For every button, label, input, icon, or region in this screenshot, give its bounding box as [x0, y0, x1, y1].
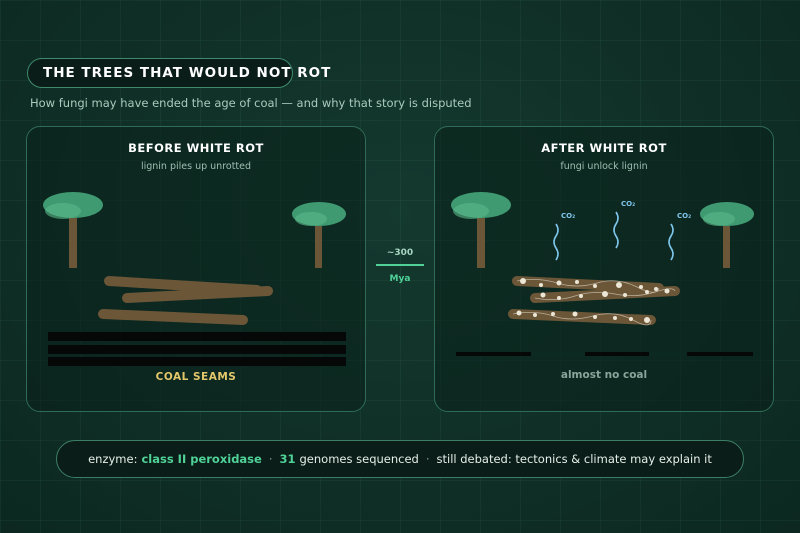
- page-title: THE TREES THAT WOULD NOT ROT: [27, 58, 330, 88]
- timeline-line: [376, 264, 424, 266]
- co2-label: CO₂: [677, 212, 691, 220]
- debate-text: still debated: tectonics & climate may e…: [436, 452, 712, 466]
- tree-icon: [43, 192, 103, 268]
- after-panel-title: AFTER WHITE ROT: [541, 141, 667, 155]
- genome-text: genomes sequenced: [299, 452, 419, 466]
- co2-wisp-icon: [613, 211, 619, 249]
- coal-seams-label: COAL SEAMS: [155, 371, 237, 383]
- co2-wisp-icon: [553, 223, 559, 261]
- before-white-rot-panel: BEFORE WHITE ROT lignin piles up unrotte…: [26, 126, 366, 412]
- tree-icon: [700, 202, 754, 268]
- after-white-rot-panel: AFTER WHITE ROT fungi unlock lignin CO₂ …: [434, 126, 774, 412]
- no-coal-label: almost no coal: [560, 369, 648, 381]
- genome-count: 31: [279, 452, 296, 466]
- coal-trace-icon: [456, 352, 753, 356]
- log-icon: [98, 309, 248, 325]
- before-panel-subtitle: lignin piles up unrotted: [140, 161, 252, 172]
- before-panel-title: BEFORE WHITE ROT: [128, 141, 264, 155]
- co2-label: CO₂: [561, 212, 575, 220]
- after-illustration: CO₂ CO₂ CO₂: [451, 192, 754, 356]
- rotting-log-pile: [508, 276, 680, 326]
- page-subtitle: How fungi may have ended the age of coal…: [30, 96, 472, 110]
- separator: ·: [425, 452, 430, 466]
- tree-icon: [451, 192, 511, 268]
- log-pile: [98, 276, 273, 325]
- tree-icon: [292, 202, 346, 268]
- fungal-spot-icon: [516, 278, 670, 323]
- after-panel-subtitle: fungi unlock lignin: [560, 161, 648, 172]
- co2-label: CO₂: [621, 200, 635, 208]
- log-icon: [122, 286, 273, 303]
- timeline-value: ~300: [386, 248, 414, 258]
- summary-footer: enzyme: class II peroxidase · 31 genomes…: [56, 440, 744, 478]
- enzyme-value: class II peroxidase: [141, 452, 262, 466]
- coal-seam-icon: [48, 332, 346, 366]
- co2-wisp-icon: [668, 223, 674, 261]
- enzyme-label: enzyme:: [88, 452, 138, 466]
- separator: ·: [268, 452, 273, 466]
- timeline-unit: Mya: [389, 274, 411, 284]
- before-illustration: [43, 192, 346, 366]
- timeline-marker: ~300 Mya: [376, 248, 424, 284]
- log-icon: [512, 276, 664, 293]
